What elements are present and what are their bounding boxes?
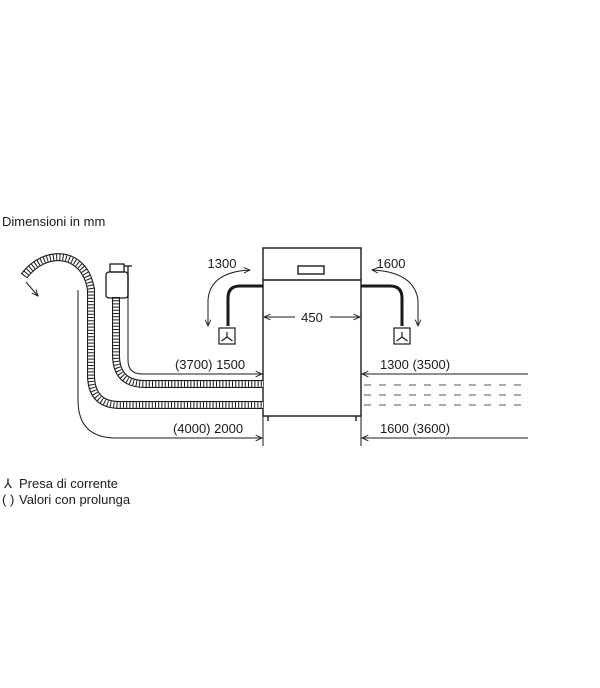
drain-hose-end-arrow — [25, 281, 38, 296]
drain-left-label: (4000) 2000 — [173, 421, 243, 436]
width-label: 450 — [301, 310, 323, 325]
hose-dimension-lines — [77, 290, 262, 438]
legend-extension: ( ) Valori con prolunga — [2, 492, 130, 508]
right-cable-label: 1600 — [377, 256, 406, 271]
appliance-outline — [262, 247, 362, 421]
left-cable-label: 1300 — [208, 256, 237, 271]
socket-symbol-icon: ⅄ — [4, 476, 12, 491]
water-valve-icon — [105, 263, 132, 299]
drain-right-label: 1600 (3600) — [380, 421, 450, 436]
extension-guides — [364, 384, 528, 406]
legend-extension-label: Valori con prolunga — [19, 492, 131, 507]
hose-right-label: 1300 (3500) — [380, 357, 450, 372]
inlet-hose — [112, 297, 263, 388]
hose-left-label: (3700) 1500 — [175, 357, 245, 372]
legend-socket: ⅄ Presa di corrente — [2, 476, 130, 492]
right-socket-icon — [393, 327, 411, 345]
reference-lines — [262, 416, 362, 446]
right-power-cable — [361, 270, 418, 326]
extension-symbol: ( ) — [2, 492, 15, 507]
legend: ⅄ Presa di corrente ( ) Valori con prolu… — [2, 476, 130, 508]
left-socket-icon — [218, 327, 236, 345]
left-power-cable — [208, 270, 263, 326]
drain-hose — [20, 253, 263, 409]
diagram-caption: Dimensioni in mm — [2, 214, 106, 229]
right-dimension-lines — [362, 374, 528, 438]
legend-socket-label: Presa di corrente — [19, 476, 118, 491]
